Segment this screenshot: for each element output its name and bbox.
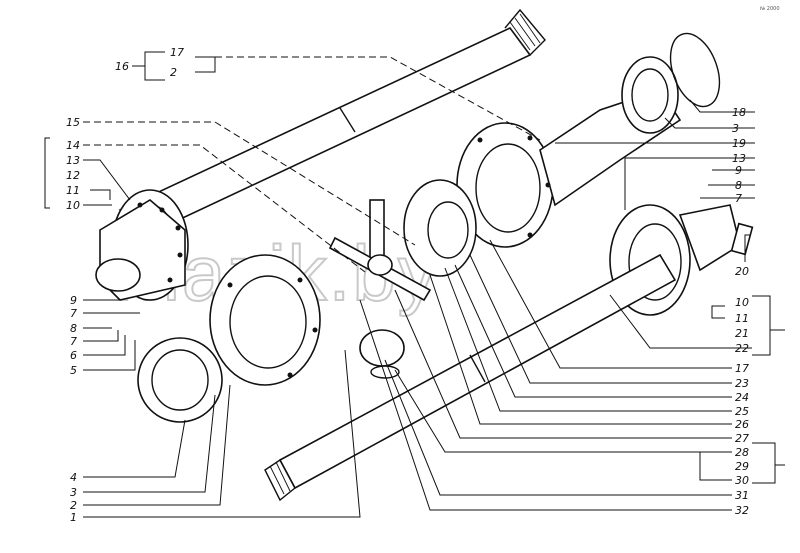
ring-gear (137, 337, 223, 423)
label-29: 29 (735, 460, 749, 473)
label-7a: 7 (70, 307, 77, 320)
label-32: 32 (735, 504, 749, 517)
label-18: 18 (732, 106, 746, 119)
labels-left: 16 17 2 15 14 13 12 11 10 9 7 8 7 6 5 4 … (66, 46, 184, 524)
corner-note: № 2000 (760, 6, 780, 12)
label-9r: 9 (735, 164, 742, 177)
label-28: 28 (735, 446, 749, 459)
label-7b: 7 (70, 335, 77, 348)
lower-axle-shaft (264, 253, 677, 502)
label-8r: 8 (735, 179, 742, 192)
label-26: 26 (735, 418, 749, 431)
label-11r: 11 (735, 312, 749, 325)
label-14: 14 (66, 139, 80, 152)
label-27: 27 (735, 432, 749, 445)
label-21: 21 (735, 327, 749, 340)
label-13r: 13 (732, 152, 746, 165)
label-2b: 2 (70, 499, 77, 512)
label-6: 6 (70, 349, 77, 362)
label-5: 5 (70, 364, 77, 377)
leader-lines (44, 51, 785, 518)
label-7r: 7 (735, 192, 742, 205)
label-24: 24 (735, 391, 749, 404)
pinion-gear (359, 329, 405, 379)
label-31: 31 (735, 489, 749, 502)
label-16: 16 (115, 60, 129, 73)
label-1: 1 (70, 511, 77, 524)
label-23: 23 (735, 377, 749, 390)
label-12: 12 (66, 169, 80, 182)
label-13: 13 (66, 154, 80, 167)
label-3: 3 (70, 486, 77, 499)
snap-ring (669, 32, 721, 108)
label-8: 8 (70, 322, 77, 335)
label-10r: 10 (735, 296, 749, 309)
label-9: 9 (70, 294, 77, 307)
label-19: 19 (732, 137, 746, 150)
label-3r: 3 (732, 122, 739, 135)
differential-housing (456, 56, 682, 248)
label-11: 11 (66, 184, 80, 197)
side-bevel-gear (403, 179, 477, 277)
label-10: 10 (66, 199, 80, 212)
label-20: 20 (735, 265, 749, 278)
label-15: 15 (66, 116, 80, 129)
labels-right: 18 3 19 13 9 8 7 20 10 11 21 22 17 23 24… (732, 106, 749, 517)
differential-case-half (209, 254, 321, 386)
label-4: 4 (70, 471, 77, 484)
label-17r: 17 (735, 362, 749, 375)
label-2: 2 (170, 66, 177, 79)
left-flange-housing (95, 189, 189, 301)
label-25: 25 (735, 405, 749, 418)
spider-cross (328, 199, 432, 302)
label-22: 22 (735, 342, 749, 355)
label-30: 30 (735, 474, 749, 487)
label-17: 17 (170, 46, 184, 59)
